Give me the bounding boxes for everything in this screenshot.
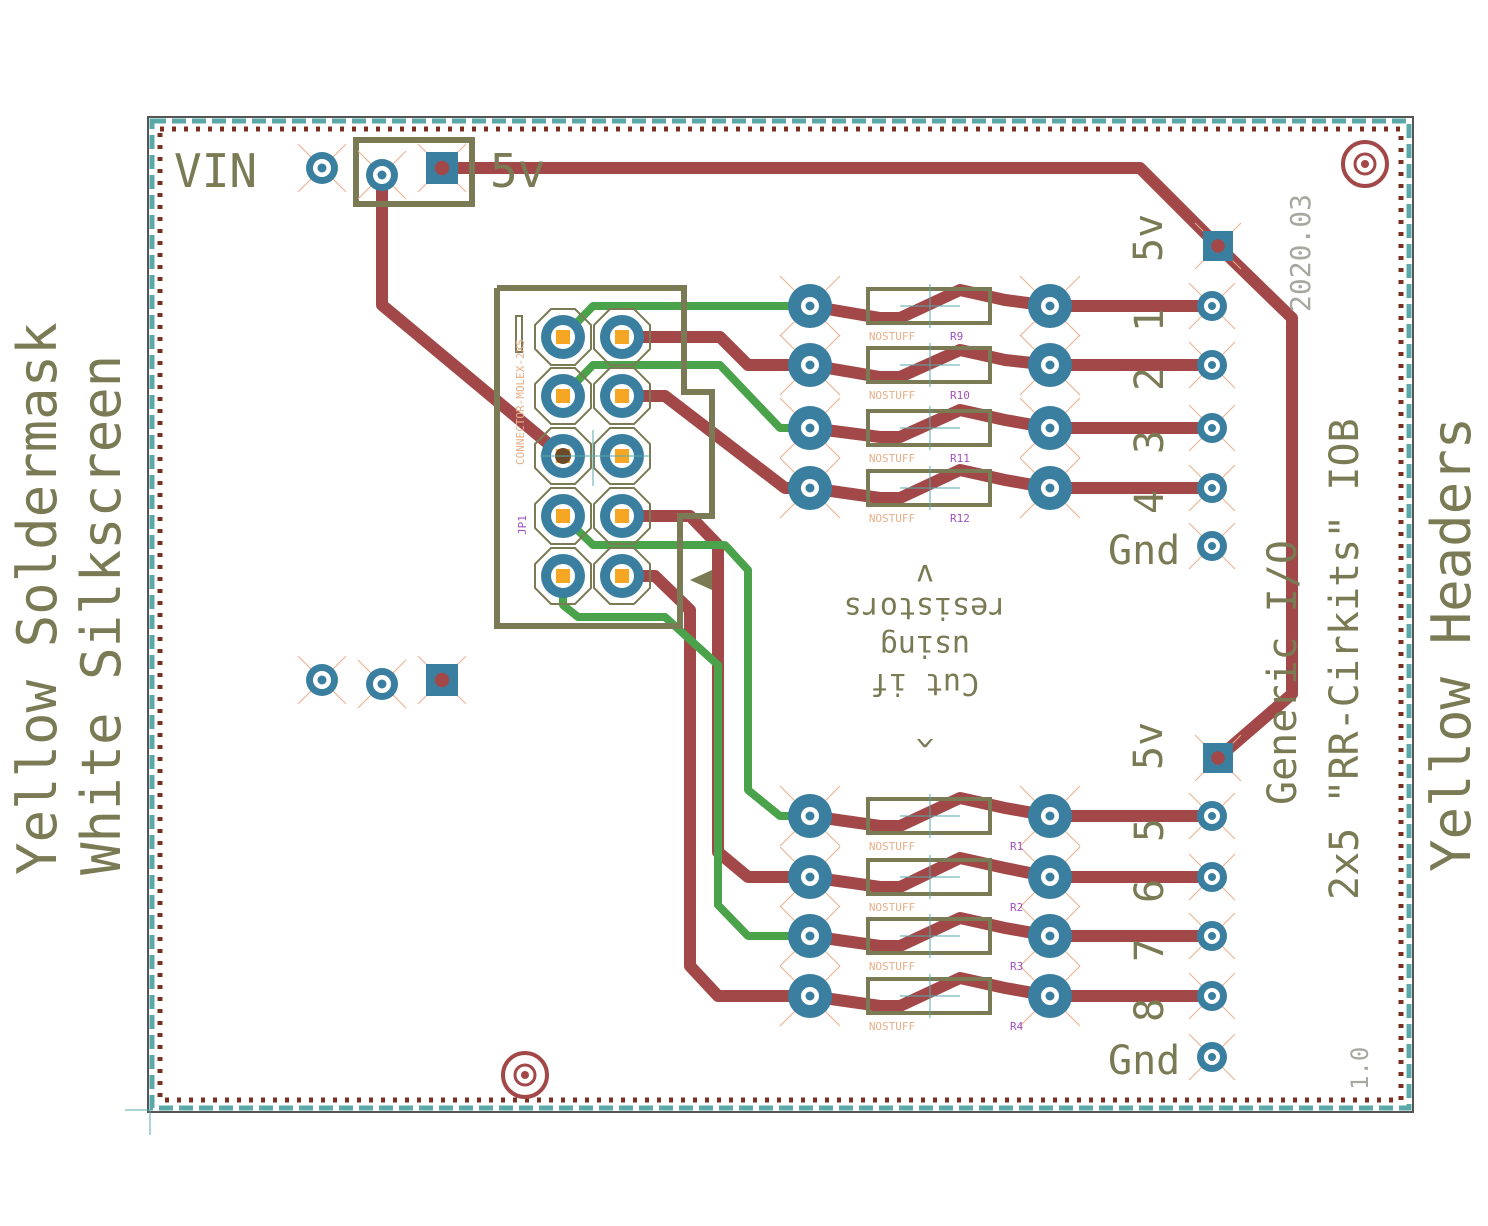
connector-value: CONNECTOR-MOLEX-2X5 [514, 339, 527, 465]
pin-numbers: 1 2 3 4 5 6 7 8 [1127, 308, 1173, 1022]
vin-label: VIN [174, 144, 257, 198]
resistor-name: R2 [1010, 901, 1023, 914]
connector-name: JP1 [516, 515, 529, 535]
resistor-value: NOSTUFF [869, 901, 915, 914]
resistor-value: NOSTUFF [869, 960, 915, 973]
pin-number: 2 [1127, 367, 1173, 391]
mounting-hole-bottom [501, 1051, 549, 1099]
version-label: 1.0 [1346, 1047, 1374, 1090]
pin-number: 8 [1127, 998, 1173, 1022]
resistor-name: R11 [950, 452, 970, 465]
resistor-name: R4 [1010, 1020, 1024, 1033]
resistor-value: NOSTUFF [869, 1020, 915, 1033]
cut-note-line2: using [880, 628, 970, 663]
resistor-name: R1 [1010, 840, 1023, 853]
resistor-body [866, 977, 992, 1015]
fivev-right-bottom-label: 5v [1126, 722, 1172, 770]
resistor-name: R3 [1010, 960, 1023, 973]
silkscreen-shapes [353, 137, 715, 629]
resistor-body [866, 409, 992, 447]
resistor-value: NOSTUFF [869, 452, 915, 465]
resistor-value: NOSTUFF [869, 840, 915, 853]
resistor-body [866, 797, 992, 835]
pin-number: 5 [1127, 818, 1173, 842]
title-line2: 2x5 "RR-Cirkits" IOB [1322, 418, 1368, 900]
cut-note: ^ Cut if using resistors v [844, 557, 1007, 752]
mounting-hole-top-right [1341, 140, 1389, 188]
resistor-body [866, 346, 992, 384]
resistor-value: NOSTUFF [869, 389, 915, 402]
cut-note-line3: resistors [844, 590, 1007, 625]
resistor-body [866, 287, 992, 325]
resistor-body [866, 469, 992, 507]
gnd-bottom-label: Gnd [1108, 1038, 1180, 1084]
title-line1: Generic I/O [1260, 540, 1306, 805]
resistor-body [866, 858, 992, 896]
connector-jp1 [515, 308, 651, 605]
board-outline [125, 116, 1414, 1135]
resistor-name: R9 [950, 330, 963, 343]
yellow-headers-label: Yellow Headers [1420, 417, 1483, 872]
date-label: 2020.03 [1284, 194, 1317, 312]
resistor-name: R12 [950, 512, 970, 525]
resistor-value: NOSTUFF [869, 512, 915, 525]
fivev-top-label: 5v [490, 144, 545, 198]
cut-note-line1: Cut if [871, 666, 979, 701]
pin-number: 6 [1127, 879, 1173, 903]
white-silkscreen-label: White Silkscreen [70, 355, 133, 875]
pin-number: 1 [1127, 308, 1173, 332]
yellow-soldermask-label: Yellow Soldermask [6, 322, 69, 875]
through-hole-pads [297, 143, 1242, 1081]
cut-note-arrow-up: ^ [916, 717, 934, 752]
cut-note-arrow-down: v [916, 557, 934, 592]
resistor-body [866, 917, 992, 955]
resistor-bodies [866, 284, 992, 1018]
pin-number: 3 [1127, 430, 1173, 454]
gnd-top-label: Gnd [1108, 528, 1180, 574]
pin-number: 4 [1127, 490, 1173, 514]
resistor-name: R10 [950, 389, 970, 402]
pin-number: 7 [1127, 938, 1173, 962]
resistor-value: NOSTUFF [869, 330, 915, 343]
fivev-right-top-label: 5v [1126, 214, 1172, 262]
